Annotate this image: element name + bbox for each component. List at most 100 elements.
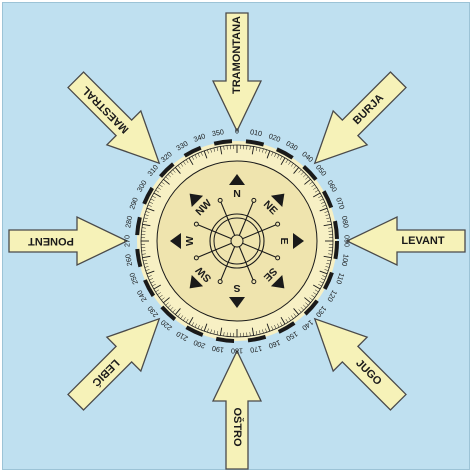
wheel-handle bbox=[193, 221, 199, 227]
degree-tick bbox=[223, 332, 225, 337]
direction-arrow-icon bbox=[270, 193, 285, 208]
degree-tick bbox=[280, 316, 286, 325]
degree-label: 090 bbox=[343, 235, 352, 247]
degree-tick bbox=[255, 330, 258, 335]
degree-tick bbox=[144, 214, 149, 216]
degree-tick bbox=[311, 184, 315, 188]
wind-arrow-shape bbox=[313, 71, 407, 165]
degree-tick bbox=[322, 204, 327, 207]
degree-label: 150 bbox=[285, 329, 300, 343]
degree-tick bbox=[318, 195, 322, 199]
degree-label: 210 bbox=[175, 329, 190, 343]
degree-tick bbox=[191, 156, 195, 160]
wind-arrow-shape bbox=[211, 349, 263, 470]
wheel-spoke bbox=[236, 240, 254, 281]
wind-arrow-levant: LEVANT bbox=[345, 215, 466, 267]
wheel-spoke bbox=[220, 240, 238, 281]
wind-arrow-tramontana: TRAMONTANA bbox=[211, 12, 263, 133]
degree-tick bbox=[157, 292, 161, 295]
wind-arrow-maestral: MAESTRAL bbox=[67, 71, 161, 165]
wheel-spoke bbox=[236, 224, 277, 242]
degree-label: 230 bbox=[145, 304, 160, 319]
degree-tick bbox=[152, 195, 156, 199]
degree-tick bbox=[326, 259, 331, 262]
direction-label: S bbox=[233, 282, 240, 294]
degree-tick bbox=[279, 322, 283, 326]
degree-tick bbox=[309, 297, 313, 301]
degree-tick bbox=[185, 318, 189, 323]
degree-tick bbox=[325, 266, 330, 268]
degree-tick bbox=[274, 324, 277, 329]
wheel-rim-outer bbox=[209, 213, 265, 269]
degree-tick bbox=[144, 266, 149, 268]
wheel-spoke bbox=[220, 201, 238, 242]
degree-ticks bbox=[141, 145, 333, 337]
degree-tick bbox=[304, 297, 311, 304]
degree-tick bbox=[143, 217, 148, 219]
degree-label: 340 bbox=[192, 131, 206, 144]
degree-tick bbox=[251, 327, 255, 336]
degree-tick bbox=[143, 263, 148, 265]
degree-tick bbox=[313, 187, 317, 190]
wheel-spoke bbox=[197, 224, 238, 242]
degree-tick bbox=[141, 227, 146, 229]
degree-tick bbox=[165, 302, 169, 306]
degree-label: 0 bbox=[235, 127, 239, 136]
degree-tick bbox=[216, 330, 219, 335]
degree-tick bbox=[183, 317, 186, 321]
degree-tick bbox=[149, 201, 154, 204]
degree-tick bbox=[170, 171, 174, 175]
degree-tick bbox=[146, 207, 155, 212]
wheel-rim-inner bbox=[213, 217, 261, 265]
direction-w: W bbox=[170, 233, 196, 249]
degree-tick bbox=[277, 323, 280, 328]
degree-tick bbox=[149, 278, 154, 281]
degree-tick bbox=[298, 169, 302, 173]
direction-arrow-icon bbox=[189, 274, 204, 289]
degree-tick bbox=[167, 304, 171, 308]
wheel-handle bbox=[275, 255, 281, 261]
degree-tick bbox=[203, 323, 208, 332]
degree-tick bbox=[271, 326, 274, 331]
degree-tick bbox=[161, 181, 165, 185]
degree-tick bbox=[259, 147, 261, 152]
degree-tick bbox=[142, 223, 151, 227]
degree-tick bbox=[280, 157, 286, 166]
degree-tick bbox=[172, 169, 176, 173]
degree-tick bbox=[180, 163, 184, 167]
degree-tick bbox=[194, 154, 197, 159]
degree-tick bbox=[328, 253, 333, 255]
wheel-spoke bbox=[236, 240, 277, 258]
degree-tick bbox=[174, 167, 181, 174]
degree-label: 250 bbox=[127, 271, 140, 285]
degree-tick bbox=[304, 178, 311, 185]
wind-arrow-ostro: OŠTRO bbox=[211, 349, 263, 470]
degree-tick bbox=[300, 307, 304, 311]
degree-tick bbox=[143, 220, 148, 223]
degree-tick bbox=[320, 278, 325, 281]
degree-tick bbox=[314, 189, 319, 193]
degree-tick bbox=[167, 174, 171, 178]
wheel-hub bbox=[230, 234, 244, 248]
degree-label: 060 bbox=[325, 179, 339, 194]
wind-arrow-shape bbox=[67, 317, 161, 411]
degree-label: 030 bbox=[285, 139, 300, 153]
degree-tick bbox=[191, 322, 195, 326]
direction-n: N bbox=[229, 174, 245, 200]
degree-tick bbox=[146, 270, 155, 275]
degree-tick bbox=[319, 198, 324, 201]
degree-tick bbox=[163, 297, 170, 304]
direction-arrow-icon bbox=[270, 274, 285, 289]
degree-tick bbox=[305, 176, 309, 180]
degree-tick bbox=[323, 255, 332, 259]
wind-arrow-ponent: PONENT bbox=[8, 215, 129, 267]
degree-tick bbox=[319, 281, 324, 284]
degree-tick bbox=[279, 156, 283, 160]
degree-label: 200 bbox=[192, 338, 206, 351]
degree-label: 300 bbox=[135, 179, 149, 194]
degree-tick bbox=[188, 316, 194, 325]
wind-label-levant: LEVANT bbox=[401, 235, 444, 247]
degree-label: 160 bbox=[267, 338, 281, 351]
degree-tick bbox=[285, 318, 289, 323]
